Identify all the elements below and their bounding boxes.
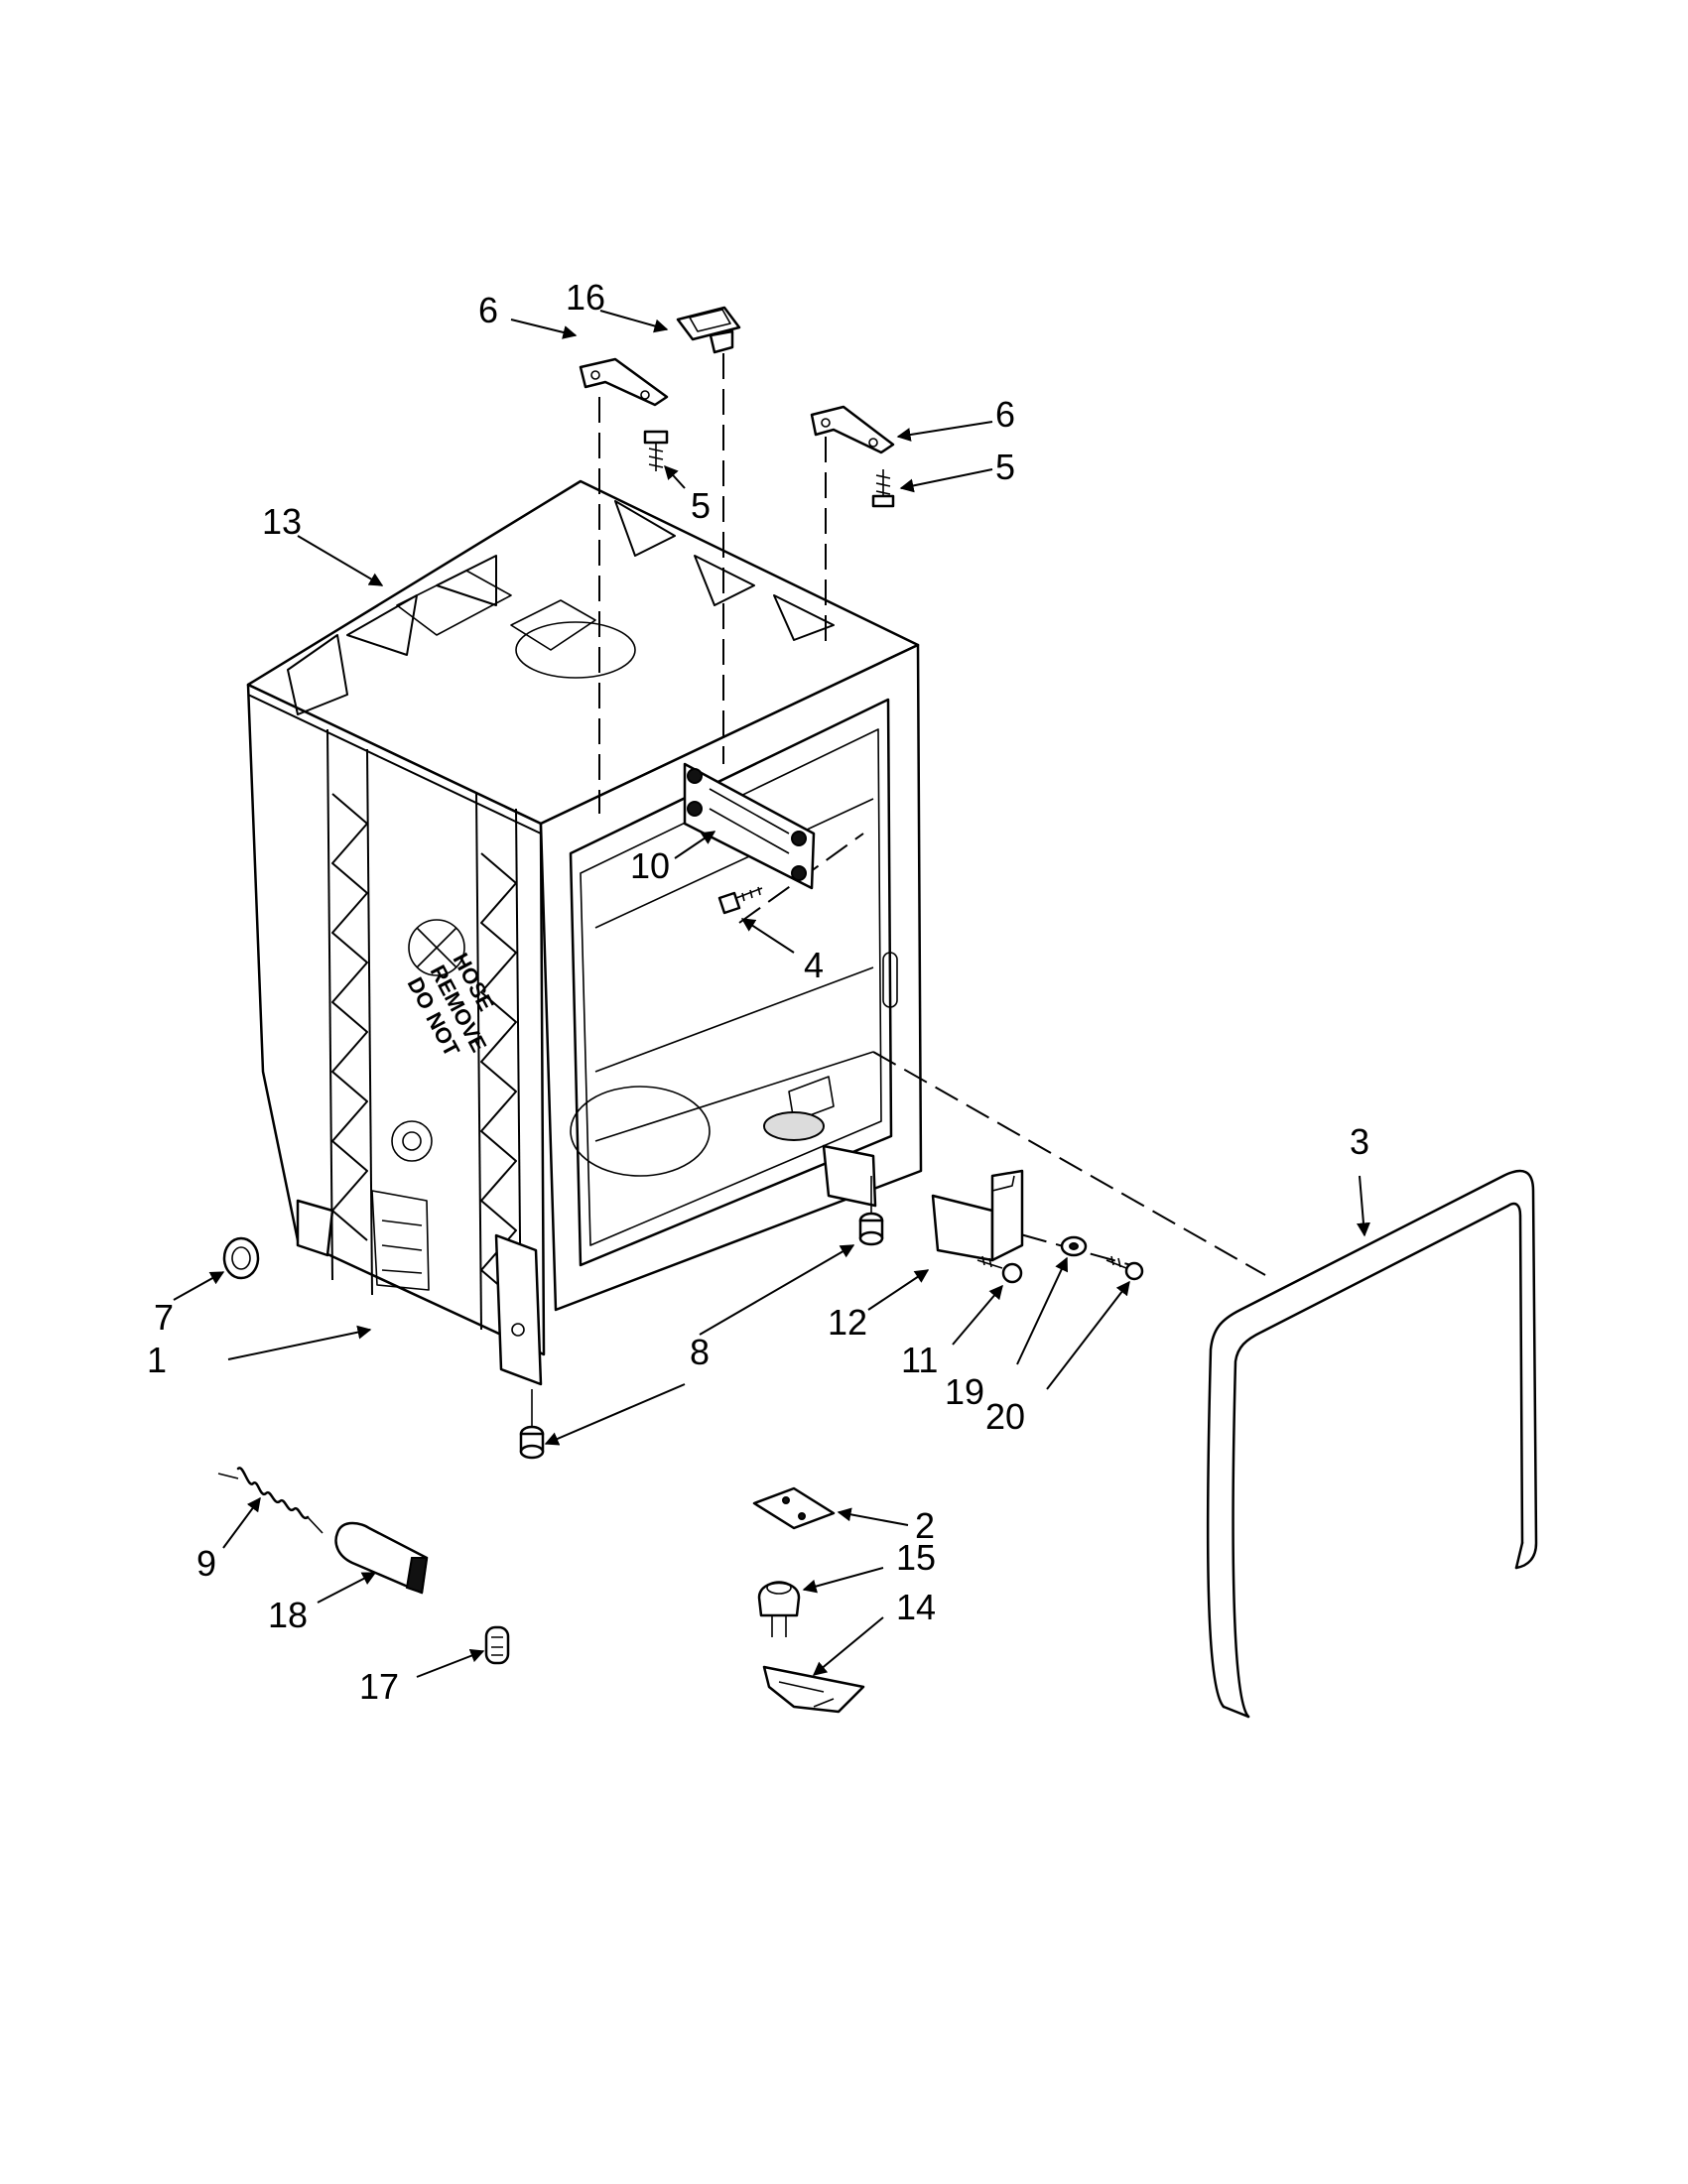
callout-labels: 1 2 3 4 5 5 6 6 7 8 9 10 11 12 13 14 15 … [147, 277, 1369, 1707]
callout-6-left: 6 [478, 290, 498, 330]
part-9-spring [217, 1467, 324, 1534]
do-not-remove-hose-label: DO NOT REMOVE HOSE [403, 949, 499, 1061]
callout-10: 10 [630, 845, 670, 886]
callout-13: 13 [262, 501, 302, 542]
callout-14: 14 [896, 1587, 936, 1627]
part-6-bracket-left [579, 357, 669, 407]
part-11-screw [976, 1255, 1023, 1284]
callout-1: 1 [147, 1340, 167, 1380]
callout-5-right: 5 [995, 447, 1015, 487]
callout-2: 2 [915, 1505, 935, 1546]
part-8-leg-right [858, 1176, 884, 1246]
callout-20: 20 [985, 1396, 1025, 1437]
callout-15: 15 [896, 1537, 936, 1578]
tub-assembly: DO NOT REMOVE HOSE [246, 479, 1266, 1386]
part-16-clip [676, 306, 741, 354]
callout-6-right: 6 [995, 394, 1015, 435]
part-15-float [757, 1581, 801, 1637]
part-8-leg-left [519, 1389, 545, 1460]
callout-11: 11 [901, 1340, 938, 1380]
part-6-bracket-right [810, 405, 895, 454]
part-4-screw [717, 886, 763, 915]
part-12-bracket [931, 1169, 1024, 1262]
part-17-clip [484, 1625, 510, 1665]
callout-3: 3 [1350, 1121, 1369, 1162]
part-7-cap [222, 1236, 260, 1280]
callout-12: 12 [828, 1302, 867, 1343]
part-10-hinge-plate [683, 762, 816, 890]
callout-8: 8 [690, 1332, 710, 1372]
leader-arrows [173, 310, 1370, 1678]
callout-18: 18 [268, 1595, 308, 1635]
part-19-nut [1060, 1235, 1088, 1257]
callout-7: 7 [154, 1297, 174, 1338]
part-2-pad [752, 1486, 836, 1530]
part-3-door-gasket [1206, 1169, 1538, 1719]
callout-17: 17 [359, 1666, 399, 1707]
part-20-screw [1105, 1255, 1144, 1281]
part-18-strip [334, 1521, 429, 1595]
callout-4: 4 [804, 945, 824, 985]
part-14-switch [762, 1665, 865, 1714]
callout-16: 16 [566, 277, 605, 318]
part-5-screw-right [871, 469, 895, 508]
callout-19: 19 [945, 1371, 984, 1412]
part-5-screw-left [643, 430, 669, 471]
callout-9: 9 [196, 1543, 216, 1584]
callout-5-left: 5 [691, 485, 711, 526]
